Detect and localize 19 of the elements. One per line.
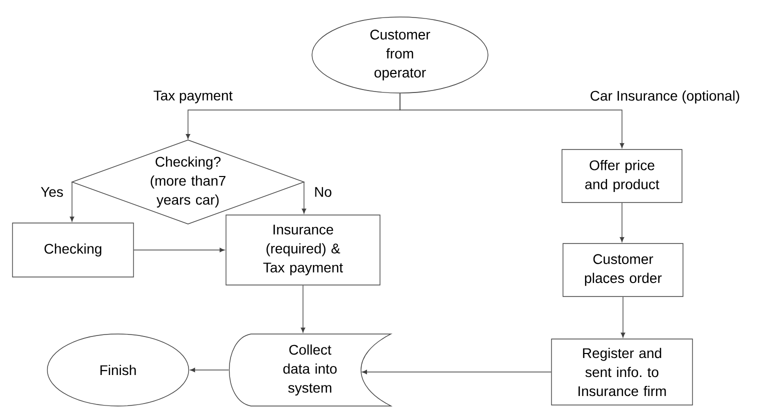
process-box: Offer price and product xyxy=(562,149,682,203)
arrow xyxy=(620,202,624,242)
process-box: Register and sent info. to Insurance firm xyxy=(551,338,693,406)
arrow xyxy=(400,93,624,148)
arrow xyxy=(70,182,74,222)
arrow xyxy=(190,368,229,372)
edge-label: Car Insurance (optional) xyxy=(590,90,740,104)
arrow xyxy=(302,182,306,214)
arrow xyxy=(620,296,626,338)
edge-label: Tax payment xyxy=(154,90,233,104)
edge-label: Yes xyxy=(40,187,63,197)
process-box: Customer places order xyxy=(562,243,684,297)
edge-label: No xyxy=(315,187,332,197)
process-box: Insurance (required) & Tax payment xyxy=(226,214,380,286)
arrow xyxy=(134,248,225,252)
arrow xyxy=(300,285,306,333)
arrow xyxy=(362,370,552,374)
stored-data-shape: Collect data into system xyxy=(228,334,392,406)
process-box: Checking xyxy=(12,222,134,278)
